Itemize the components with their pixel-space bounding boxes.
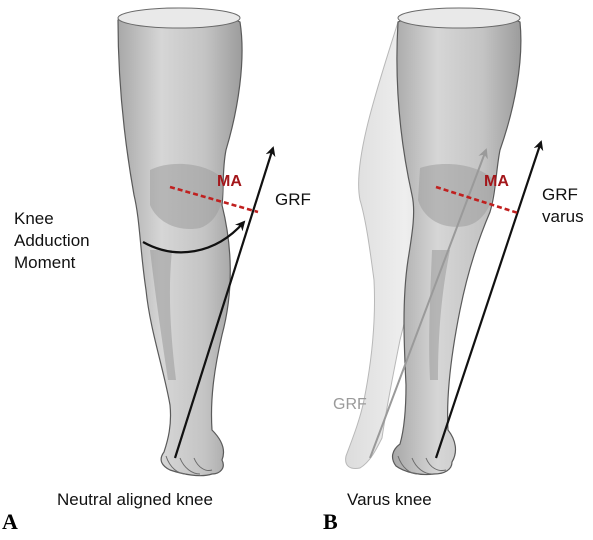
panel-b-leg xyxy=(393,8,521,475)
panel-a-letter: A xyxy=(2,509,18,535)
neutral-leg-top xyxy=(118,8,240,28)
varus-leg-shape xyxy=(393,10,521,475)
neutral-leg-shape xyxy=(118,8,242,475)
panel-b-ghost-grf-label: GRF xyxy=(333,396,367,414)
panel-b-grf-label-line1: GRF xyxy=(542,185,578,205)
panel-a-ma-label: MA xyxy=(217,173,242,191)
panel-b-letter: B xyxy=(323,509,338,535)
panel-b-caption: Varus knee xyxy=(347,490,432,510)
neutral-knee-shading xyxy=(150,164,223,229)
panel-a-leg xyxy=(118,8,242,476)
panel-b-ma-label: MA xyxy=(484,173,509,191)
panel-a-grf-label: GRF xyxy=(275,190,311,210)
moment-label-line2: Adduction xyxy=(14,231,90,251)
moment-label-line3: Moment xyxy=(14,253,75,273)
moment-label-line1: Knee xyxy=(14,209,54,229)
varus-leg-top xyxy=(398,8,520,28)
panel-a-caption: Neutral aligned knee xyxy=(57,490,213,510)
panel-b-grf-label-line2: varus xyxy=(542,207,584,227)
